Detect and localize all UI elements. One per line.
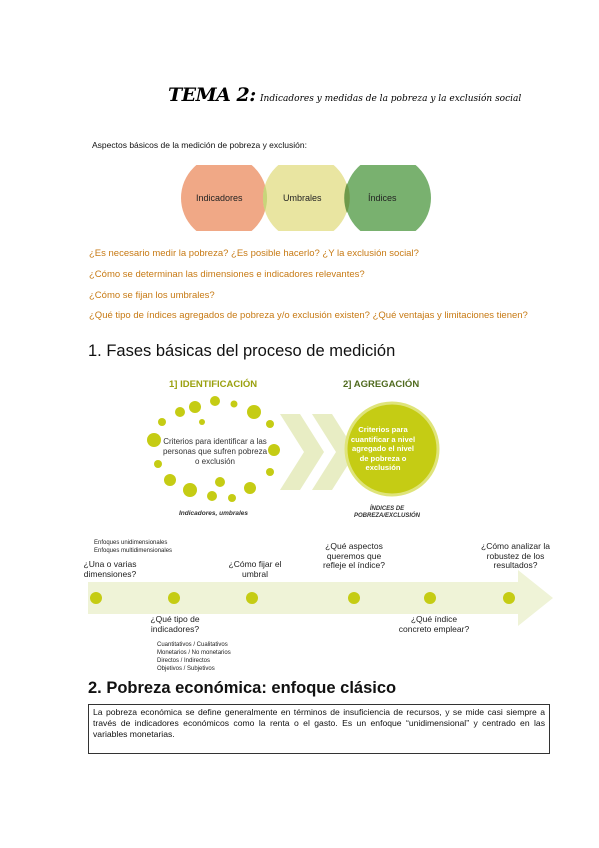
section-2-heading: 2. Pobreza económica: enfoque clásico xyxy=(88,679,397,697)
intro-text: Aspectos básicos de la medición de pobre… xyxy=(92,140,307,150)
question-3: ¿Cómo se fijan los umbrales? xyxy=(89,290,215,301)
phase-agregacion-caption: ÍNDICES DE POBREZA/EXCLUSIÓN xyxy=(353,506,420,519)
timeline-dot-6 xyxy=(503,592,515,604)
phase-agregacion-text: Criterios para cuantificar a nivel agreg… xyxy=(350,425,416,472)
timeline-q-robust: ¿Cómo analizar la robustez de los result… xyxy=(481,541,550,570)
tema-title: TEMA 2: xyxy=(168,84,256,106)
timeline-dot-4 xyxy=(348,592,360,604)
timeline-dot-2 xyxy=(168,592,180,604)
question-4: ¿Qué tipo de índices agregados de pobrez… xyxy=(89,310,528,321)
venn-circle-umbrales xyxy=(263,165,349,231)
venn-circle-indicadores xyxy=(181,165,267,231)
identification-dots xyxy=(147,396,280,502)
phases-graphic xyxy=(147,396,440,502)
phase-identificacion-text: Criterios para identificar a las persona… xyxy=(162,437,268,466)
definition-box: La pobreza económica se define generalme… xyxy=(88,704,550,754)
timeline-bottom-note-3: Directos / Indirectos xyxy=(157,658,211,664)
timeline-bottom-note-4: Objetivos / Subjetivos xyxy=(157,666,215,672)
phase-agregacion-title: 2] AGREGACIÓN xyxy=(343,379,420,390)
timeline-dot-3 xyxy=(246,592,258,604)
aggregation-circle xyxy=(346,403,438,495)
section-1-heading: 1. Fases básicas del proceso de medición xyxy=(88,342,396,360)
phase-identificacion-title: 1] IDENTIFICACIÓN xyxy=(169,379,258,390)
venn-label-right: Índices xyxy=(368,193,397,203)
venn-label-left: Indicadores xyxy=(196,193,243,203)
timeline-q-aspects: ¿Qué aspectos queremos que refleje el ín… xyxy=(323,541,385,570)
question-1: ¿Es necesario medir la pobreza? ¿Es posi… xyxy=(89,248,419,259)
timeline-arrow xyxy=(88,570,553,626)
timeline-dot-1 xyxy=(90,592,102,604)
timeline-dot-5 xyxy=(424,592,436,604)
venn-label-middle: Umbrales xyxy=(283,193,322,203)
timeline-q-dimensions: ¿Una o varias dimensiones? xyxy=(83,559,137,579)
timeline-q-types: ¿Qué tipo de indicadores? xyxy=(150,614,200,634)
timeline-q-concrete: ¿Qué índice concreto emplear? xyxy=(398,614,470,634)
timeline-bottom-note-2: Monetarios / No monetarios xyxy=(157,650,231,656)
question-2: ¿Cómo se determinan las dimensiones e in… xyxy=(89,269,365,280)
timeline-top-note-2: Enfoques multidimensionales xyxy=(94,548,173,554)
timeline-bottom-note-1: Cuantitativos / Cualitativos xyxy=(157,642,228,648)
venn-diagram xyxy=(181,165,431,231)
tema-subtitle: Indicadores y medidas de la pobreza y la… xyxy=(260,94,522,104)
timeline-q-threshold: ¿Cómo fijar el umbral xyxy=(228,559,282,579)
venn-circle-indices xyxy=(345,165,431,231)
timeline-top-note-1: Enfoques unidimensionales xyxy=(94,540,168,546)
phase-identificacion-caption: Indicadores, umbrales xyxy=(179,510,248,517)
